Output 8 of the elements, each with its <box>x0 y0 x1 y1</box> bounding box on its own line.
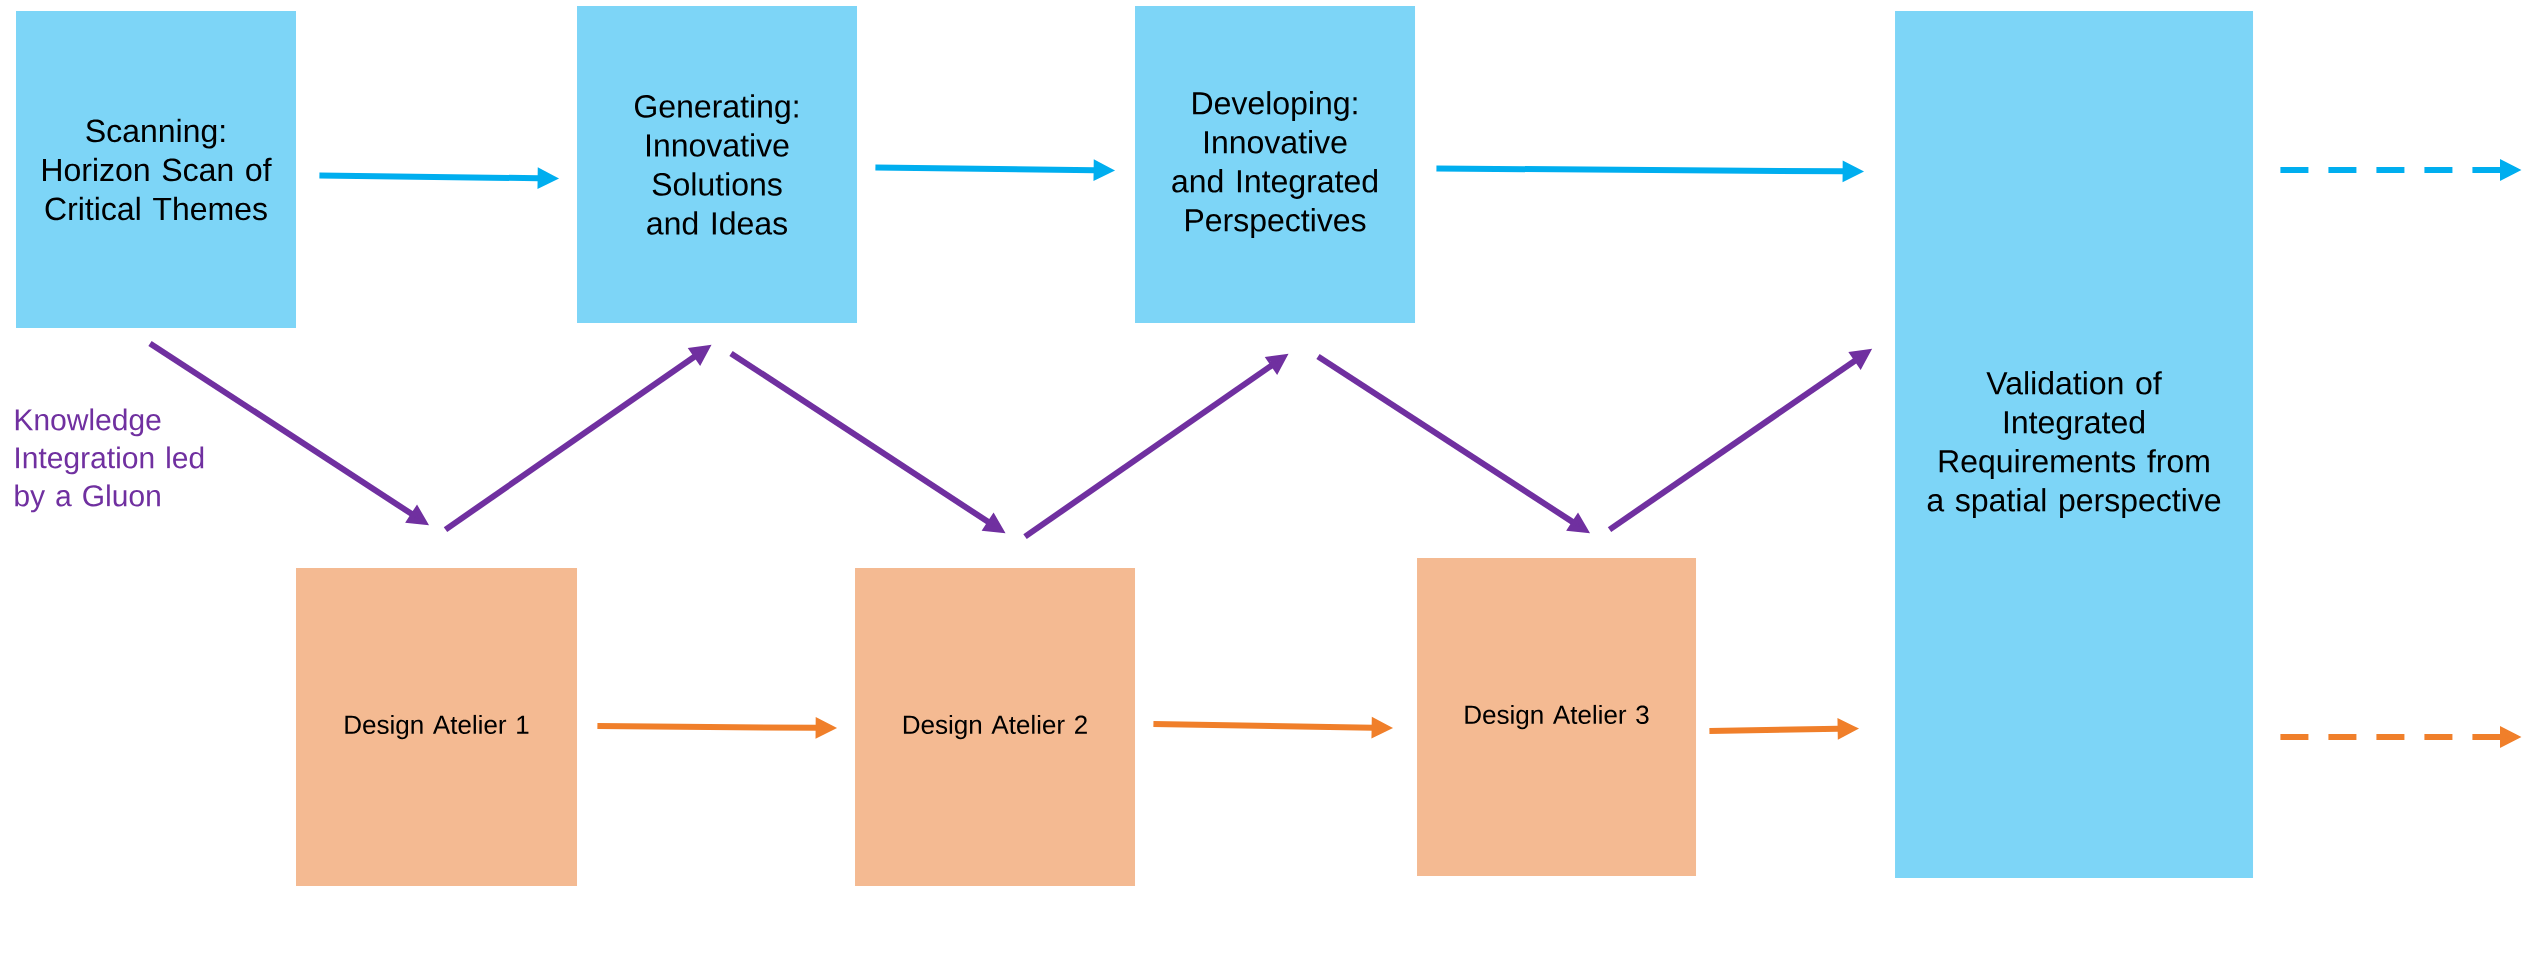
process-box: Generating: Innovative Solutions and Ideas <box>577 6 857 323</box>
atelier-box: Design Atelier 1 <box>296 568 577 886</box>
atelier-box: Design Atelier 3 <box>1417 558 1696 876</box>
atelier-box: Design Atelier 2 <box>855 568 1135 886</box>
side-label: Knowledge Integration led by a Gluon <box>15 408 204 513</box>
process-box: Developing: Innovative and Integrated Perspectives <box>1135 6 1415 323</box>
process-box: Validation of Integrated Requirements from a spatial perspective <box>1895 11 2254 878</box>
process-box: Scanning: Horizon Scan of Critical Themes <box>16 11 296 328</box>
